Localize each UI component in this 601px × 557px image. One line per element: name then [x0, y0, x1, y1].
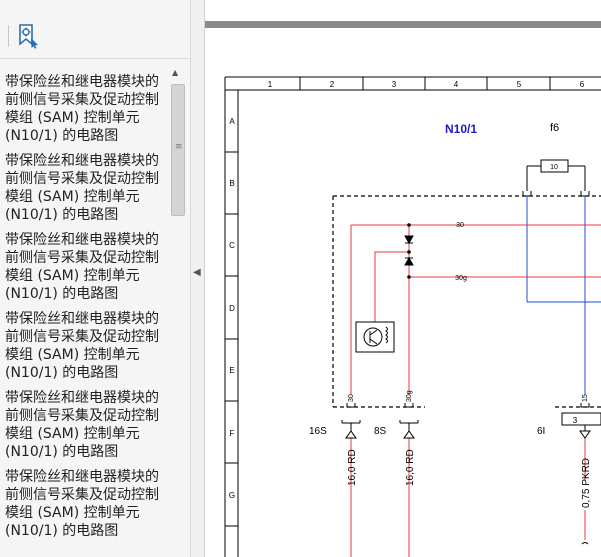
fuse-symbol [522, 159, 590, 197]
column-label: 6 [580, 80, 585, 89]
document-view[interactable]: 1 2 3 4 5 6 A B C D E F G N10/1 f6 [205, 0, 601, 557]
wire-label: 30 [456, 222, 464, 229]
drawing-frame [224, 76, 601, 557]
row-label: B [229, 179, 234, 188]
bookmark-scrollbar[interactable]: ▲ ≡ [169, 66, 185, 557]
bookmark-item[interactable]: 带保险丝和继电器模块的前侧信号采集及促动控制模组 (SAM) 控制单元 (N10… [5, 311, 159, 381]
column-label: 3 [392, 80, 397, 89]
wire-spec-label: 0,75 PKRD [581, 458, 592, 508]
scroll-up-arrow-icon[interactable]: ▲ [172, 68, 179, 77]
fuse-value: 10 [550, 164, 558, 171]
column-label: 4 [454, 80, 459, 89]
row-label: F [230, 429, 235, 438]
circuit-diagram: 1 2 3 4 5 6 A B C D E F G N10/1 f6 [224, 76, 601, 557]
column-label: 2 [330, 80, 335, 89]
junction-dots [407, 223, 411, 279]
connector-label: 6I [537, 426, 545, 437]
connector-blocks [341, 412, 601, 439]
bookmark-item[interactable]: 带保险丝和继电器模块的前侧信号采集及促动控制模组 (SAM) 控制单元 (N10… [5, 153, 159, 223]
column-label: 1 [268, 80, 273, 89]
row-label: A [229, 117, 235, 126]
bookmark-panel: 带保险丝和继电器模块的前侧信号采集及促动控制模组 (SAM) 控制单元 (N10… [0, 0, 191, 557]
fuse-label: f6 [550, 122, 559, 134]
bookmark-item[interactable]: 带保险丝和继电器模块的前侧信号采集及促动控制模组 (SAM) 控制单元 (N10… [5, 74, 159, 144]
pin-label: 15 [582, 394, 589, 402]
grip-icon: ≡ [175, 142, 183, 152]
connector-pin-number: 3 [573, 416, 578, 425]
diode-symbols [404, 235, 414, 266]
page-separator-band [205, 21, 601, 28]
toolbar-separator [8, 25, 9, 47]
bookmark-item[interactable]: 带保险丝和继电器模块的前侧信号采集及促动控制模组 (SAM) 控制单元 (N10… [5, 232, 159, 302]
red-wires [350, 224, 601, 557]
row-label: C [229, 241, 235, 250]
row-label: E [229, 366, 234, 375]
transistor-symbol [355, 321, 395, 353]
bookmark-list: 带保险丝和继电器模块的前侧信号采集及促动控制模组 (SAM) 控制单元 (N10… [0, 66, 170, 557]
blue-wires [526, 196, 601, 395]
wire-break-mark [581, 542, 589, 545]
column-label: 5 [517, 80, 522, 89]
pin-label: 30g [406, 390, 413, 402]
pin-brackets [346, 403, 590, 408]
scrollbar-thumb[interactable]: ≡ [171, 84, 185, 216]
bookmark-item[interactable]: 带保险丝和继电器模块的前侧信号采集及促动控制模组 (SAM) 控制单元 (N10… [5, 390, 159, 460]
connector-label: 8S [374, 426, 387, 437]
bookmark-item[interactable]: 带保险丝和继电器模块的前侧信号采集及促动控制模组 (SAM) 控制单元 (N10… [5, 469, 159, 539]
connector-label: 16S [309, 426, 327, 437]
bookmark-gear-icon [19, 24, 38, 49]
row-dividers [225, 151, 238, 527]
collapse-left-icon: ◀ [193, 267, 201, 278]
component-label: N10/1 [445, 122, 477, 136]
panel-collapse-handle[interactable]: ◀ [191, 0, 205, 557]
column-dividers [299, 77, 551, 90]
wire-label: 30g [455, 275, 467, 282]
pin-label: 30 [348, 394, 355, 402]
bookmark-toolbar [0, 8, 190, 59]
wire-spec-label: 16,0 RD [405, 449, 416, 486]
row-label: G [229, 491, 235, 500]
row-label: D [229, 304, 235, 313]
bookmark-options-button[interactable] [15, 22, 41, 50]
wire-spec-label: 16,0 RD [347, 449, 358, 486]
